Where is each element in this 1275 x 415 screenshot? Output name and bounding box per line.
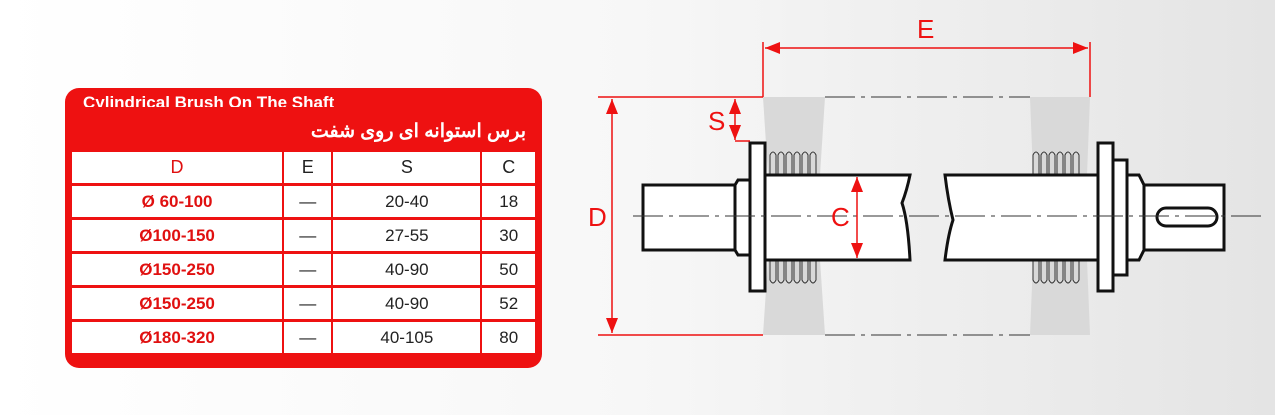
header-e: E [284,152,332,183]
cell-c: 18 [482,186,535,217]
shaft [641,141,1226,293]
cell-s: 20-40 [333,186,481,217]
cell-c: 80 [482,322,535,353]
diameter-icon: Ø [139,327,153,347]
diameter-icon: Ø [139,293,153,313]
spec-table-panel: Cylindrical Brush On The Shaft برس استوا… [65,88,542,368]
cell-d: Ø180-320 [72,322,283,353]
cell-d: Ø150-250 [72,254,283,285]
cell-d: Ø150-250 [72,288,283,319]
diameter-icon: Ø [141,191,155,211]
dimension-lines [598,42,1091,336]
header-d: D [72,152,283,183]
bristle-tufts [769,151,1080,284]
table-title-en: Cylindrical Brush On The Shaft [83,93,335,107]
centerlines [633,96,1265,336]
cell-e: — [284,322,332,353]
cell-e: — [284,288,332,319]
cell-e: — [284,186,332,217]
label-c: C [831,202,850,232]
cell-d: Ø100-150 [72,220,283,251]
cell-s: 27-55 [333,220,481,251]
label-s: S [708,106,725,136]
cell-s: 40-90 [333,288,481,319]
cell-s: 40-90 [333,254,481,285]
cell-e: — [284,254,332,285]
table-header-row: D E S C [72,152,535,183]
cell-c: 50 [482,254,535,285]
label-d: D [588,202,607,232]
header-c: C [482,152,535,183]
cell-d: Ø 60-100 [72,186,283,217]
label-e: E [917,14,934,44]
diameter-icon: Ø [139,259,153,279]
cell-c: 30 [482,220,535,251]
cell-c: 52 [482,288,535,319]
cell-e: — [284,220,332,251]
table-title-fa: برس استوانه ای روی شفت [310,121,526,142]
diameter-icon: Ø [139,225,153,245]
header-s: S [333,152,481,183]
cell-s: 40-105 [333,322,481,353]
